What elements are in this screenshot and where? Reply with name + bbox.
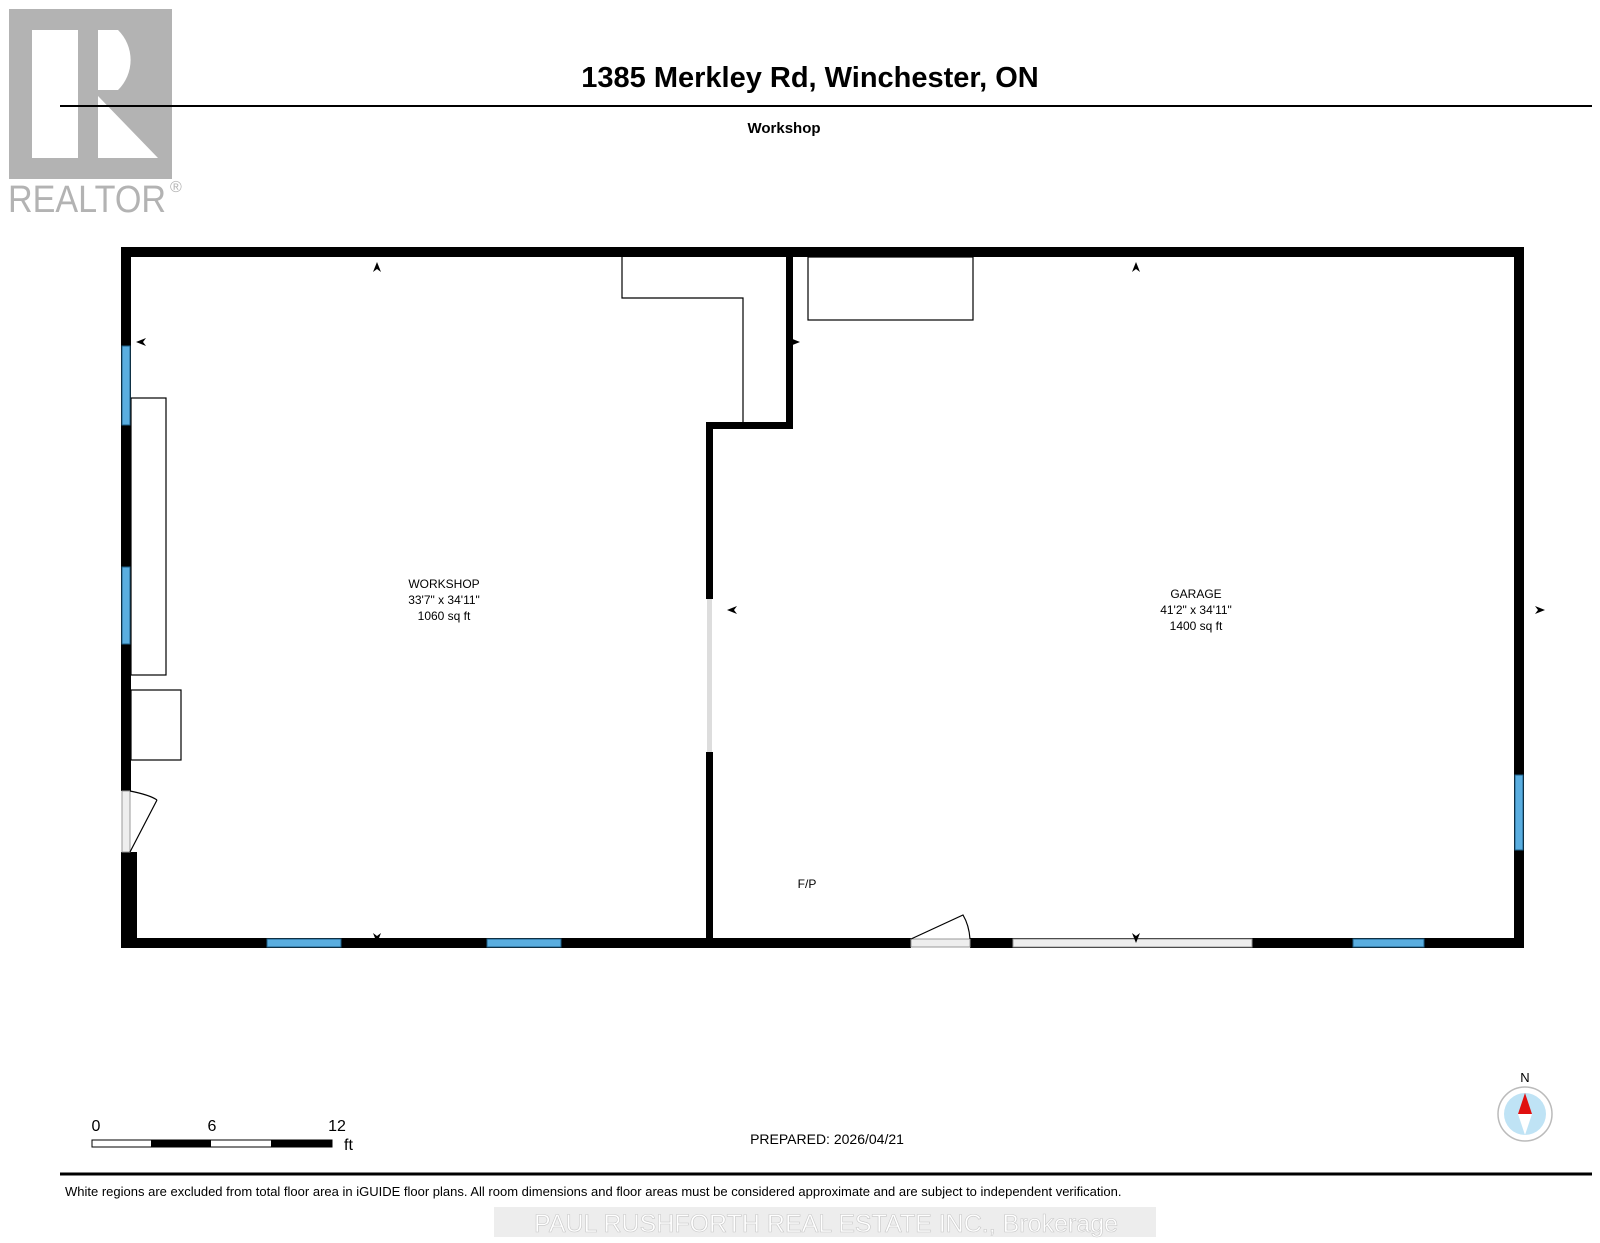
disclaimer: White regions are excluded from total fl… bbox=[65, 1184, 1121, 1199]
page-title: 1385 Merkley Rd, Winchester, ON bbox=[581, 62, 1039, 94]
scale-tick: 6 bbox=[208, 1118, 217, 1135]
realtor-logo: REALTOR ® bbox=[8, 9, 182, 221]
sliding-door bbox=[1012, 938, 1253, 948]
floor-subtitle: Workshop bbox=[747, 120, 820, 137]
dimension-arrows bbox=[136, 262, 1545, 943]
fixtures bbox=[130, 256, 974, 761]
room-garage: GARAGE 41'2" x 34'11" 1400 sq ft bbox=[1160, 587, 1232, 633]
side-door bbox=[121, 790, 131, 853]
front-door bbox=[910, 938, 971, 948]
scale-tick: 0 bbox=[92, 1118, 101, 1135]
room-area: 1400 sq ft bbox=[1170, 619, 1223, 633]
scale-tick: 12 bbox=[328, 1118, 346, 1135]
brokerage-watermark: PAUL RUSHFORTH REAL ESTATE INC., Brokera… bbox=[534, 1210, 1118, 1238]
registered-mark: ® bbox=[170, 179, 182, 196]
realtor-logo-text: REALTOR bbox=[8, 179, 166, 221]
wall-opening bbox=[707, 599, 712, 752]
walls bbox=[121, 247, 1524, 948]
room-name: WORKSHOP bbox=[408, 577, 479, 591]
room-dimensions: 33'7" x 34'11" bbox=[408, 593, 480, 607]
room-workshop: WORKSHOP 33'7" x 34'11" 1060 sq ft bbox=[408, 577, 480, 623]
prepared-date: PREPARED: 2026/04/21 bbox=[750, 1131, 904, 1147]
watermark-bg bbox=[494, 1207, 1156, 1237]
side-door-swing bbox=[129, 790, 158, 853]
scale-bar: 0 6 12 ft bbox=[91, 1118, 353, 1154]
front-door-swing bbox=[910, 914, 971, 940]
scale-unit: ft bbox=[344, 1137, 353, 1154]
room-area: 1060 sq ft bbox=[418, 609, 471, 623]
room-name: GARAGE bbox=[1170, 587, 1221, 601]
compass-icon: N bbox=[1497, 1070, 1553, 1142]
room-dimensions: 41'2" x 34'11" bbox=[1160, 603, 1232, 617]
fireplace-label: F/P bbox=[798, 877, 817, 891]
windows bbox=[121, 345, 1524, 948]
compass-north-label: N bbox=[1520, 1070, 1529, 1085]
